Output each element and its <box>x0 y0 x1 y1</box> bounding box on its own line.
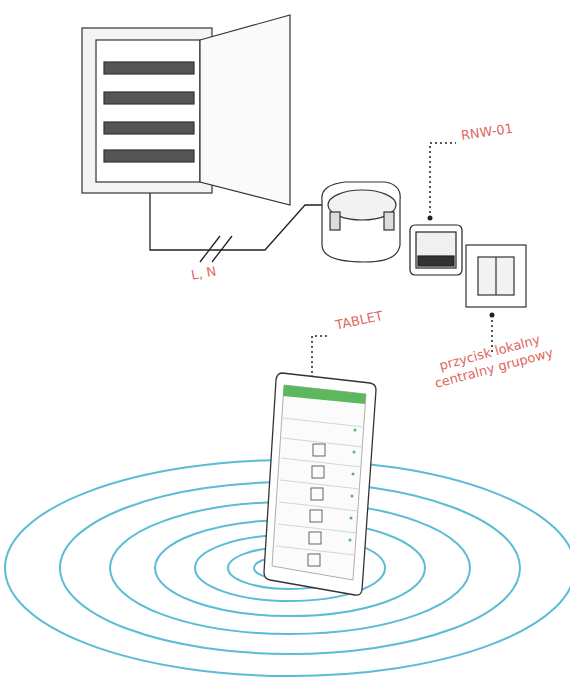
distribution-cabinet <box>82 15 290 205</box>
wire <box>150 193 330 262</box>
wall-switch <box>466 245 526 307</box>
flush-box <box>322 182 400 262</box>
callout-label: TABLET <box>334 308 384 333</box>
callout-label: RNW-01 <box>460 121 514 144</box>
tablet <box>264 373 376 595</box>
leader-dot <box>490 313 495 318</box>
callout-label: L, N <box>190 264 218 284</box>
leader-line <box>312 143 492 378</box>
rnw-01-module <box>410 225 462 275</box>
callout-label: przycisk lokalny centralny grupowy <box>425 328 559 392</box>
leader-dot <box>428 216 433 221</box>
